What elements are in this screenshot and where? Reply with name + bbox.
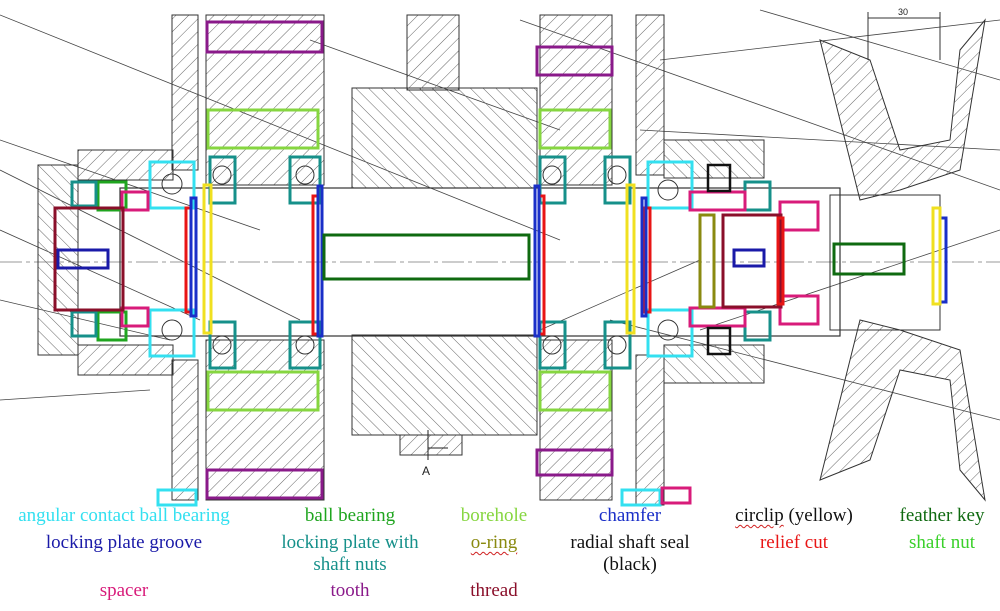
feather-key-boxes	[322, 233, 906, 281]
borehole-boxes	[206, 108, 612, 412]
thread-boxes	[53, 206, 783, 312]
left-housing	[37, 14, 199, 501]
main-shaft	[119, 187, 841, 337]
legend-o-ring: o-ring	[470, 532, 518, 553]
legend-locking-plate-line1: locking plate with	[281, 532, 419, 553]
legend-spacer: spacer	[99, 580, 149, 601]
legend-locking-plate-line2: shaft nuts	[313, 554, 387, 575]
radial-shaft-seal-marks	[706, 163, 732, 356]
tooth-boxes	[205, 20, 614, 500]
central-hub	[351, 14, 538, 456]
legend-chamfer: chamfer	[598, 505, 662, 526]
angular-contact-bearing-boxes	[148, 160, 694, 507]
legend-radial-shaft-seal: radial shaft seal (black)	[570, 532, 689, 576]
legend-shaft-nut: shaft nut	[909, 532, 975, 553]
right-gear-body	[539, 14, 613, 501]
pulley	[819, 12, 986, 502]
locking-plate-groove-marks	[56, 248, 766, 270]
legend-angular-contact-ball-bearing: angular contact ball bearing	[18, 505, 230, 526]
legend-tooth: tooth	[330, 580, 370, 601]
legend-locking-plate-groove: locking plate groove	[45, 532, 203, 553]
section-label: A	[422, 464, 430, 478]
section-marker	[427, 430, 448, 460]
legend-circlip-note: (yellow)	[783, 505, 853, 526]
legend-feather-key: feather key	[899, 505, 985, 526]
legend-circlip-word: circlip	[735, 505, 784, 526]
bearing-balls	[161, 165, 679, 355]
o-ring-marks	[698, 213, 716, 309]
legend-circlip: circlip (yellow)	[735, 505, 853, 527]
dimension-label: 30	[898, 7, 908, 17]
spacer-boxes	[120, 190, 820, 505]
legend-relief-cut: relief cut	[759, 532, 829, 553]
legend-radial-shaft-seal-line1: radial shaft seal	[570, 532, 690, 553]
locking-plate-boxes	[70, 155, 772, 370]
legend-ball-bearing: ball bearing	[304, 505, 396, 526]
left-gear-body	[205, 14, 325, 501]
circlip-marks	[202, 183, 942, 335]
legend-radial-shaft-seal-line2: (black)	[603, 554, 657, 575]
legend-locking-plate-with-shaft-nuts: locking plate with shaft nuts	[281, 532, 418, 576]
legend-borehole: borehole	[460, 505, 528, 526]
right-housing	[635, 14, 765, 506]
legend-thread: thread	[470, 580, 518, 601]
